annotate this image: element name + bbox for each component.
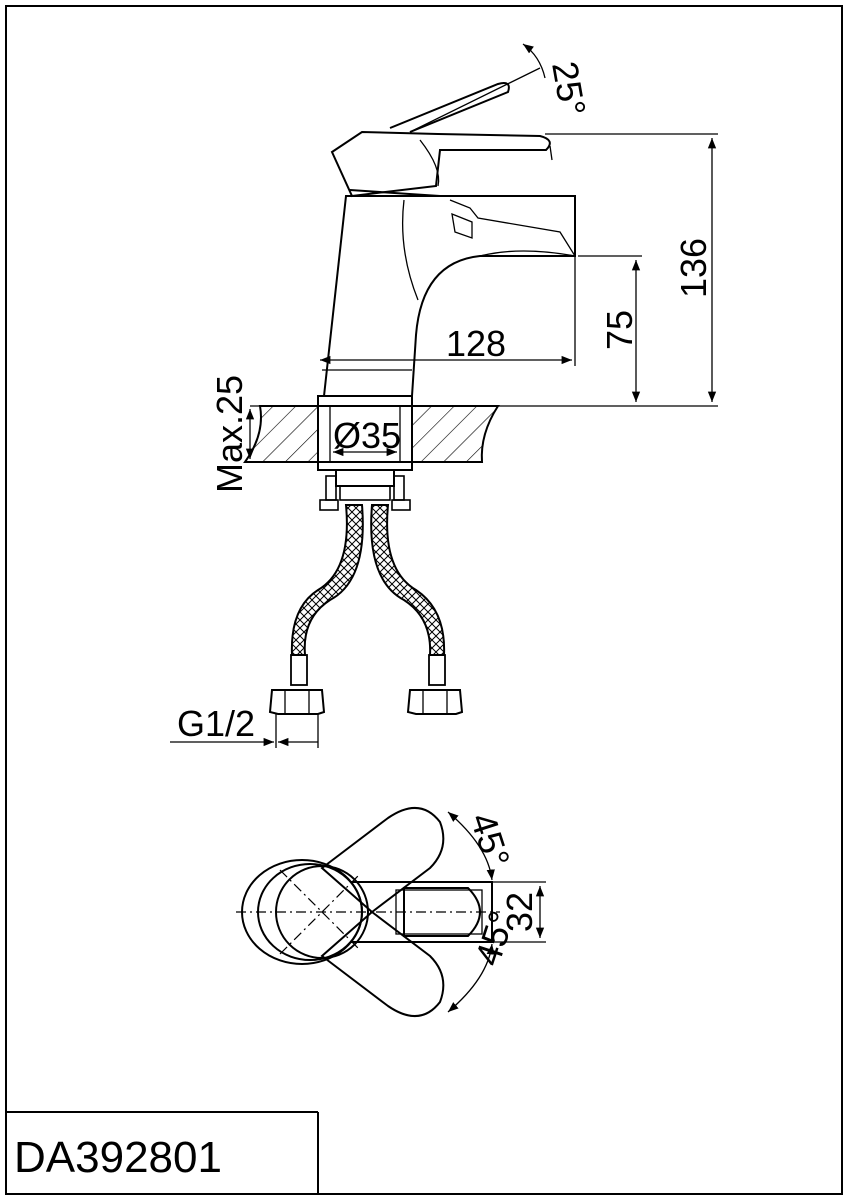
dim-spout-reach: 128 — [320, 256, 576, 366]
dim-max-deck: Max.25 — [209, 375, 268, 493]
mounting-hardware — [317, 461, 413, 511]
top-view: 45° 45° 32 — [236, 806, 546, 1018]
dim-hole-diameter: Ø35 — [333, 415, 401, 457]
countertop — [243, 405, 500, 463]
dim-hole-diameter-label: Ø35 — [333, 415, 401, 456]
dim-spout-reach-label: 128 — [446, 323, 506, 364]
model-number: DA392801 — [14, 1133, 222, 1182]
dim-total-height-label: 136 — [673, 238, 714, 298]
dim-spout-height: 75 — [578, 255, 642, 402]
braided-hoses — [268, 504, 464, 715]
dim-total-height: 136 — [498, 133, 718, 407]
dim-rotation-up-label: 45° — [462, 808, 518, 872]
page-border — [5, 5, 843, 1195]
title-block: DA392801 — [6, 1111, 319, 1194]
dim-lever-angle-label: 25° — [544, 58, 594, 119]
dim-max-deck-label: Max.25 — [209, 375, 250, 493]
dim-body-width-label: 32 — [499, 892, 540, 932]
dim-thread: G1/2 — [170, 703, 319, 748]
side-elevation: 25° 136 75 128 Max.25 — [170, 43, 718, 748]
lever-handle — [330, 82, 553, 198]
dim-lever-angle: 25° — [409, 43, 594, 133]
dim-thread-label: G1/2 — [177, 703, 255, 744]
dim-spout-height-label: 75 — [599, 310, 640, 350]
faucet-body — [317, 195, 576, 407]
